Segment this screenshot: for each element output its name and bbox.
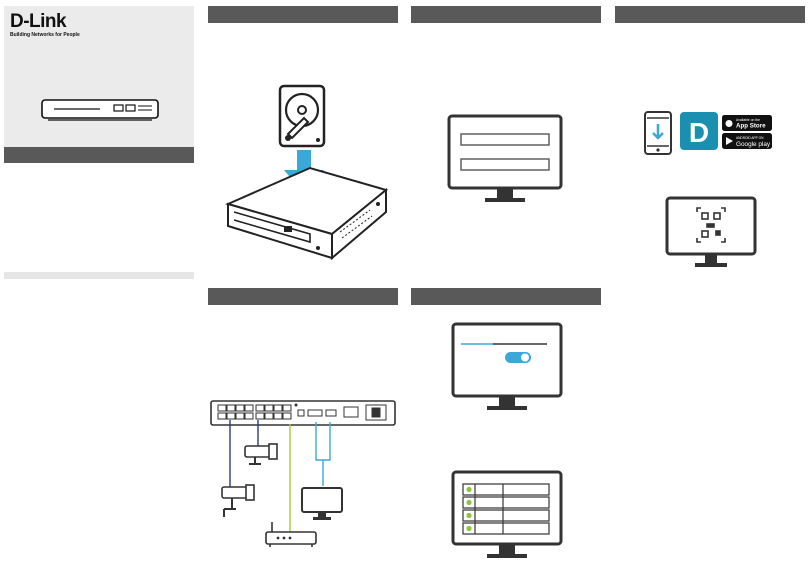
cover-title-band [4,147,194,163]
monitor-status-icon [451,470,563,558]
app-store-small-text: Available on the [736,118,760,122]
google-play-small-text: ANDROID APP ON [736,136,764,140]
dlink-app-letter: D [689,117,709,148]
step-header-4 [208,288,398,305]
step-header-2 [411,6,601,23]
qr-code-icon [696,207,726,243]
dlink-app-icon: D [680,112,718,150]
status-dots [466,486,472,532]
google-play-text: Google play [736,141,771,148]
bullet-camera-icon-2 [221,484,255,517]
small-monitor-icon [301,487,343,520]
monitor-icon [447,114,563,202]
dlink-logo: D-Link Building Networks for People [10,12,80,38]
monitor-qr-icon [665,196,757,267]
nvr-device-icon [41,99,159,121]
google-play-badge: ANDROID APP ON Google play [722,133,772,149]
step-header-1 [208,6,398,23]
nvr-device-open-icon [225,166,389,261]
bullet-camera-icon [244,443,278,465]
cover-panel [4,6,194,163]
toggle-switch-icon [505,352,531,363]
nvr-rear-panel [210,400,396,426]
step-header-5 [411,288,601,305]
monitor-toggle-icon [451,322,563,410]
brand-tagline: Building Networks for People [10,32,80,38]
brand-name: D-Link [10,11,67,32]
hard-drive-icon [278,84,326,148]
phone-download-icon [644,111,672,155]
step-header-3 [615,6,805,23]
app-store-text: App Store [736,123,766,130]
router-icon [265,522,317,547]
divider-strip [4,272,194,279]
app-store-badge: Available on the App Store [722,115,772,131]
